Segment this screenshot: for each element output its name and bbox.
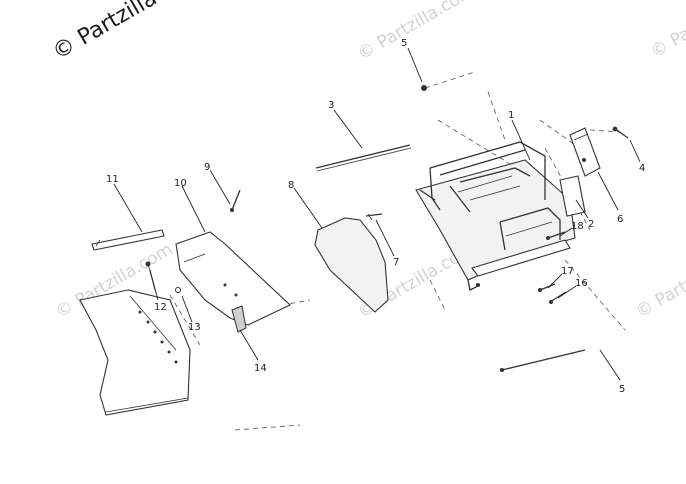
- leader-13: [182, 296, 192, 322]
- callout-7: 7: [393, 257, 399, 268]
- leader-6: [598, 172, 618, 210]
- callout-5-bottom: 5: [619, 384, 625, 395]
- leader-9: [210, 170, 230, 204]
- leader-4: [630, 140, 640, 162]
- callout-10: 10: [174, 178, 187, 189]
- dash-line-guard: [430, 280, 445, 310]
- leader-14: [240, 330, 258, 360]
- callout-12: 12: [154, 302, 167, 313]
- callout-5-top: 5: [401, 38, 407, 49]
- watermark-main: © Partzilla: [49, 0, 162, 65]
- dash-line-bracket: [540, 120, 575, 145]
- callout-14: 14: [254, 363, 267, 374]
- leader-10: [182, 186, 205, 232]
- left-side-panel: [80, 290, 190, 415]
- part-5-rod-bottom: [500, 350, 585, 372]
- part-9-bolt: [230, 190, 240, 212]
- callout-8: 8: [288, 180, 294, 191]
- callout-1: 1: [508, 110, 514, 121]
- leader-11: [114, 184, 142, 232]
- watermark-right: © Partzilla.com: [633, 239, 686, 322]
- part-6-bracket: [570, 128, 600, 176]
- watermark-top-right: © Partzilla.com: [648, 0, 686, 62]
- part-7-clip: [366, 214, 382, 220]
- callout-4: 4: [639, 163, 645, 174]
- dash-line-bottom: [235, 425, 300, 430]
- dash-line-rack-left: [488, 92, 505, 140]
- callout-9: 9: [204, 162, 210, 173]
- part-13-washer: [176, 288, 181, 293]
- dash-line-rod: [565, 260, 625, 330]
- callout-16: 16: [575, 278, 588, 289]
- part-3-rod: [316, 145, 411, 171]
- leader-5-bottom: [600, 350, 620, 380]
- callout-17: 17: [561, 266, 574, 277]
- watermark-top: © Partzilla.com: [355, 0, 479, 64]
- callout-13: 13: [188, 322, 201, 333]
- callout-3: 3: [328, 100, 334, 111]
- callout-18: 18: [571, 221, 584, 232]
- leader-5-top: [408, 48, 422, 82]
- leader-3: [334, 110, 362, 148]
- part-17-bolt: [538, 284, 555, 292]
- leader-16: [558, 286, 576, 298]
- callout-2: 2: [588, 219, 594, 230]
- leader-1: [512, 120, 530, 160]
- part-4-bolt: [613, 127, 628, 138]
- part-5-nut-top: [421, 85, 427, 91]
- callout-11: 11: [106, 174, 119, 185]
- dash-line-top: [425, 72, 475, 88]
- leader-17: [548, 274, 562, 288]
- leader-8: [294, 188, 322, 228]
- callout-6: 6: [617, 214, 623, 225]
- part-8-flap: [315, 218, 388, 312]
- part-16-bolt: [549, 292, 566, 304]
